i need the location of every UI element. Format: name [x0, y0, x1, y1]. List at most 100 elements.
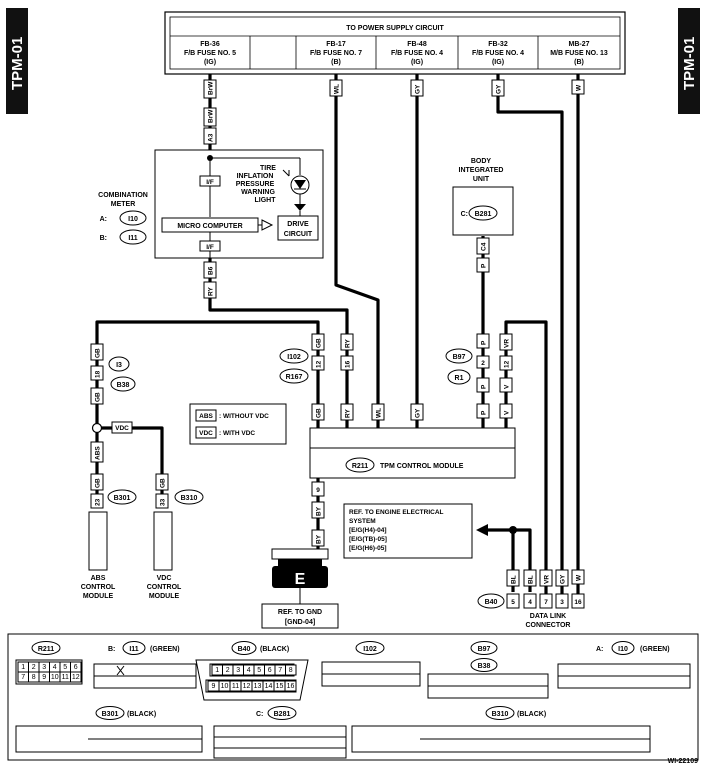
- figure-id: WI-22109: [668, 758, 698, 765]
- wire-label-gb: GB: [90, 387, 104, 405]
- wire-label-by: BY: [311, 501, 325, 519]
- wire-label-text: GB: [160, 478, 167, 488]
- fuse-code: FB-36: [200, 41, 220, 48]
- fuse-mode: (B): [574, 59, 584, 66]
- pin-text: C4: [481, 242, 488, 251]
- wire-label-text: BL: [528, 575, 535, 584]
- connector-view-i10: A: I10 (GREEN): [557, 641, 691, 689]
- power-supply-title: TO POWER SUPPLY CIRCUIT: [346, 25, 444, 32]
- r211-pin-number: 8: [32, 674, 36, 681]
- engine-ref-text: [E/G(H4)-04]: [349, 527, 387, 534]
- wire-label-gy: GY: [410, 79, 424, 97]
- fuse-code: FB-48: [407, 41, 427, 48]
- wire-label-gb: GB: [90, 343, 104, 361]
- abs-vdc-splice: VDC: [91, 421, 133, 434]
- engine-ref-text: SYSTEM: [349, 518, 376, 525]
- b40-pin-number: 8: [289, 667, 293, 674]
- r211-pin-number: 4: [53, 664, 57, 671]
- b40-pin-number: 6: [268, 667, 272, 674]
- wire-label-wl: WL: [329, 79, 343, 97]
- engine-ref-arrow: [476, 524, 488, 536]
- pin-a3: A3: [203, 127, 217, 145]
- wire-label-text: BY: [316, 506, 323, 516]
- legend-key: ABS: [199, 413, 213, 420]
- connector-color: (GREEN): [640, 646, 670, 653]
- connector-view-b281: C: B281: [213, 706, 347, 759]
- wire-label-text: GB: [95, 348, 102, 358]
- wire-label-brw: BrW: [203, 107, 217, 127]
- wire-label-text: GB: [95, 392, 102, 402]
- power-supply-box: TO POWER SUPPLY CIRCUIT FB-36 F/B FUSE N…: [164, 11, 626, 75]
- drive-circuit-label: CIRCUIT: [284, 231, 313, 238]
- tpm-control-module: R211 TPM CONTROL MODULE: [309, 427, 516, 479]
- pin-text: 16: [574, 599, 582, 606]
- pin-text: B6: [208, 266, 215, 275]
- dlc-pin-4: 4: [523, 593, 537, 609]
- pin-12: 12: [311, 355, 325, 371]
- wire-label-text: P: [481, 410, 488, 415]
- pin-text: 23: [95, 498, 102, 506]
- connector-view-i11: B: I11 (GREEN): [93, 641, 197, 689]
- pin-text: 7: [544, 599, 548, 606]
- wire-label-vr: VR: [499, 333, 513, 351]
- wire-label-text: RY: [345, 339, 352, 348]
- b40-cell: [285, 664, 297, 676]
- wire-label-ry: RY: [340, 403, 354, 421]
- wire-label-text: P: [481, 263, 488, 268]
- wire-label-w: W: [571, 79, 585, 95]
- wire-label-p: P: [476, 333, 490, 349]
- wire-label-text: GY: [415, 84, 422, 94]
- wire-label-text: GB: [316, 408, 323, 418]
- fuse-mode: (B): [331, 59, 341, 66]
- wire-label-v: V: [499, 403, 513, 419]
- connector-prefix: B:: [100, 235, 107, 242]
- warning-light-label: INFLATION: [237, 173, 274, 180]
- b40-pin-number: 5: [257, 667, 261, 674]
- r211-pin-number: 11: [62, 674, 69, 681]
- dlc-label: CONNECTOR: [526, 622, 571, 629]
- r211-pin-number: 6: [74, 664, 78, 671]
- wire-label-gy: GY: [491, 79, 505, 97]
- component-label: MODULE: [149, 593, 180, 600]
- wire-label-text: RY: [208, 287, 215, 296]
- connector-id: I102: [287, 354, 301, 361]
- fuse-name: F/B FUSE NO. 7: [310, 50, 362, 57]
- connector-view-title: B310: [492, 711, 509, 718]
- fuse-code: FB-32: [488, 41, 508, 48]
- wire-label-gb: GB: [155, 473, 169, 491]
- engine-ref-text: REF. TO ENGINE ELECTRICAL: [349, 509, 444, 516]
- warning-light-label: WARNING: [241, 189, 275, 196]
- pin-text: 16: [345, 360, 352, 368]
- wire-label-bl: BL: [523, 569, 537, 587]
- b40-pin-number: 13: [254, 683, 262, 690]
- connector-view-title: B40: [238, 646, 251, 653]
- r211-cell: [70, 671, 82, 683]
- pin-text: 12: [316, 360, 323, 368]
- r211-pin-number: 1: [21, 664, 25, 671]
- connector-prefix: A:: [100, 216, 107, 223]
- fuse-mode: (IG): [411, 59, 423, 66]
- connector-view-title: B301: [102, 711, 119, 718]
- b40-pin-number: 3: [236, 667, 240, 674]
- wire-label-text: BrW: [208, 109, 215, 123]
- connector-view-title: B38: [478, 663, 491, 670]
- pin-text: A3: [208, 133, 215, 142]
- wire-label-text: W: [576, 574, 583, 581]
- pin-23: 23: [90, 493, 104, 509]
- wire-label-text: BrW: [208, 81, 215, 95]
- connector-view-title: B97: [478, 646, 491, 653]
- fuse-name: F/B FUSE NO. 4: [472, 50, 524, 57]
- pin-c4: C4: [476, 237, 490, 255]
- b40-pin-number: 2: [226, 667, 230, 674]
- ground-symbol: E REF. TO GND [GND-04]: [261, 548, 339, 629]
- warning-light-label: TIRE: [260, 165, 276, 172]
- b40-pin-number: 11: [232, 683, 239, 690]
- dlc-pin-5: 5: [506, 593, 520, 609]
- connector-id: B310: [181, 495, 198, 502]
- connector-id: R167: [286, 374, 303, 381]
- wire-label-text: P: [481, 384, 488, 389]
- connector-id: B97: [453, 354, 466, 361]
- connector-view-i102: I102: [321, 641, 421, 687]
- component-label: VDC: [157, 575, 172, 582]
